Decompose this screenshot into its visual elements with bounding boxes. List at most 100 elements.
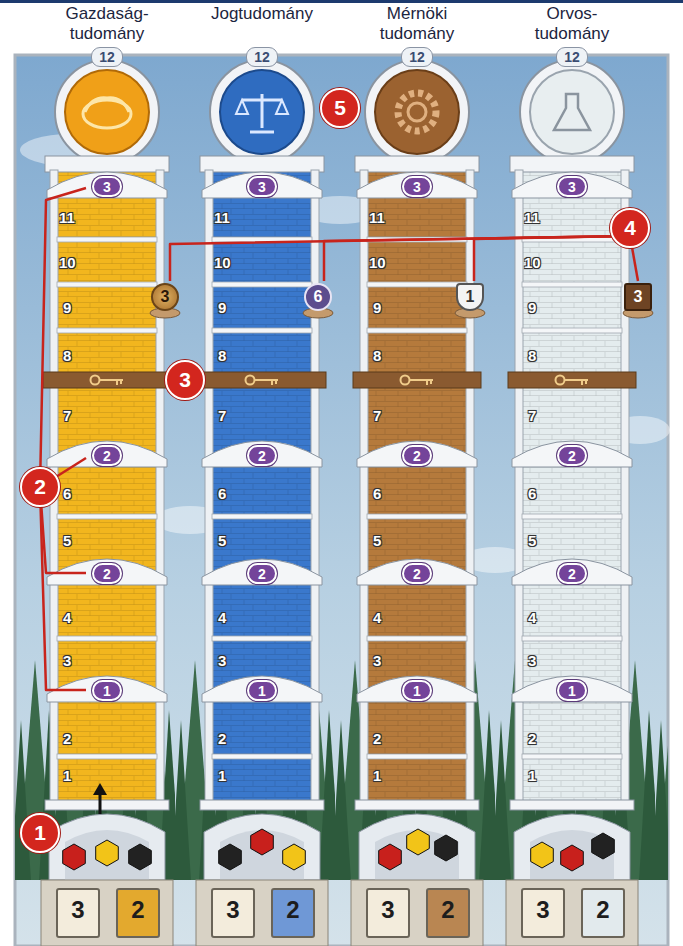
faculty-medallion	[65, 70, 149, 154]
bonus-badge: 1	[247, 680, 277, 701]
label-text: 2	[63, 730, 71, 747]
step-number: 9	[373, 299, 381, 316]
node-text: 12	[254, 49, 270, 65]
label-text: 8	[218, 347, 226, 364]
faculty-medallion	[220, 70, 304, 154]
faculty-medallion	[375, 70, 459, 154]
node-text: 2	[413, 448, 421, 464]
label-text: 5	[373, 532, 381, 549]
step-number: 8	[218, 347, 226, 364]
step-number: 2	[528, 730, 536, 747]
score-box: 3	[211, 888, 255, 938]
label-text: 2	[218, 730, 226, 747]
label-text: 1	[34, 821, 46, 845]
label-text: 9	[528, 299, 536, 316]
node-text: 1	[466, 288, 475, 306]
board-background	[15, 55, 668, 946]
label-text: 3	[179, 368, 191, 392]
score-box: 3	[56, 888, 100, 938]
score-crest: 12	[556, 47, 588, 67]
tower-frame	[506, 60, 638, 946]
node-text: 2	[258, 448, 266, 464]
bonus-badge: 2	[402, 445, 432, 466]
label-text: 10	[214, 254, 231, 271]
tower-shaft	[523, 170, 621, 802]
node-text: 12	[409, 49, 425, 65]
player-meeple	[592, 833, 615, 859]
label-text: 1	[528, 767, 536, 784]
bonus-badge: 1	[402, 680, 432, 701]
step-number: 1	[63, 767, 71, 784]
player-meeple	[219, 844, 242, 870]
step-number: 3	[63, 652, 71, 669]
step-number: 8	[63, 347, 71, 364]
label-text: 4	[63, 609, 71, 626]
step-number: 1	[528, 767, 536, 784]
node-text: 2	[413, 566, 421, 582]
node-text: 2	[441, 896, 454, 924]
step-number: 9	[218, 299, 226, 316]
step-number: 5	[63, 532, 71, 549]
label-text: 7	[373, 407, 381, 424]
tower-shaft	[368, 170, 466, 802]
faculty-medallion	[530, 70, 614, 154]
bonus-badge: 2	[557, 445, 587, 466]
tower-column: Gazdaság- tudomány 1 2 3 2 2 1 3 3 2	[35, 0, 179, 946]
player-meeple	[283, 844, 306, 870]
label-text: 2	[34, 475, 46, 499]
step-number: 6	[218, 485, 226, 502]
step-number: 5	[373, 532, 381, 549]
step-number: 10	[524, 254, 541, 271]
label-text: 7	[63, 407, 71, 424]
node-text: 3	[103, 179, 111, 195]
bonus-badge: 2	[402, 563, 432, 584]
faculty-medallion	[65, 70, 614, 154]
label-text: 7	[218, 407, 226, 424]
column-title: Orvos- tudomány	[516, 4, 628, 44]
label-text: 10	[369, 254, 386, 271]
label-text: 11	[369, 209, 385, 226]
faculty-medallion	[85, 98, 129, 112]
tower-column: Mérnöki tudomány123221132	[345, 0, 489, 946]
bonus-badge: 3	[402, 176, 432, 197]
label-text: 4	[528, 609, 536, 626]
bonus-badge: 3	[557, 176, 587, 197]
step-number: 2	[218, 730, 226, 747]
node-text: 2	[103, 448, 111, 464]
bonus-badge: 2	[247, 445, 277, 466]
tower-shaft	[58, 170, 156, 802]
tower-shaft	[58, 170, 156, 802]
node-text: 2	[131, 896, 144, 924]
label-text: 8	[528, 347, 536, 364]
leader-line	[40, 487, 86, 690]
label-text: 8	[63, 347, 71, 364]
label-text: 4	[218, 609, 226, 626]
label-text: 5	[63, 532, 71, 549]
tower-frame	[41, 60, 638, 946]
node-text: 3	[381, 896, 394, 924]
step-number: 7	[63, 407, 71, 424]
step-number: 7	[218, 407, 226, 424]
tower-shaft	[213, 170, 311, 802]
node-text: 3	[226, 896, 239, 924]
step-number: 5	[218, 532, 226, 549]
player-meeple	[435, 835, 458, 861]
faculty-medallion	[236, 100, 288, 114]
step-number: 10	[59, 254, 76, 271]
step-number: 11	[59, 209, 75, 226]
label-text: 10	[59, 254, 76, 271]
player-meeple	[63, 844, 86, 870]
callout-number: 3	[165, 360, 205, 400]
step-number: 9	[63, 299, 71, 316]
bonus-badge: 2	[557, 563, 587, 584]
column-title: Gazdaság- tudomány	[51, 4, 163, 44]
board-background	[0, 0, 683, 3]
step-number: 4	[528, 609, 536, 626]
player-meeple	[129, 844, 152, 870]
node-text: 2	[568, 448, 576, 464]
player-meeple	[379, 844, 402, 870]
node-text: 2	[568, 566, 576, 582]
bonus-badge: 3	[247, 176, 277, 197]
